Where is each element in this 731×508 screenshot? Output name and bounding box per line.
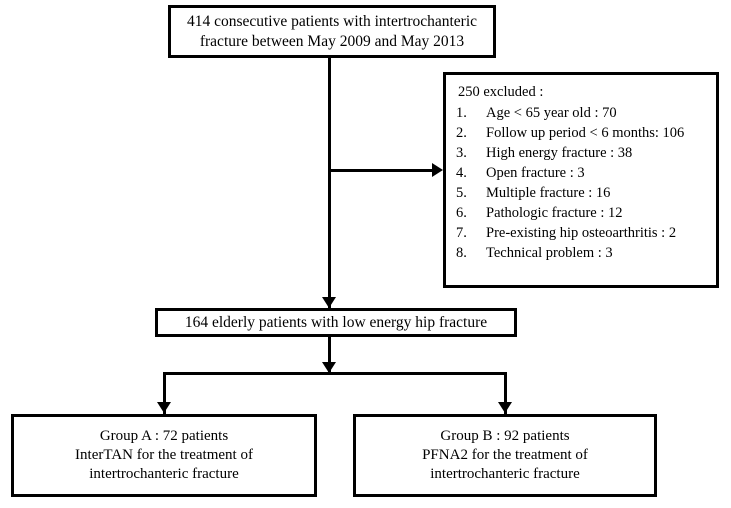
group-b-line-3: intertrochanteric fracture	[430, 466, 580, 483]
node-excluded-patients: 250 excluded : 1. Age < 65 year old : 70…	[443, 72, 719, 288]
arrowhead-to-excluded	[432, 163, 443, 177]
list-item: 1. Age < 65 year old : 70	[456, 104, 684, 123]
node-group-a: Group A : 72 patients InterTAN for the t…	[11, 414, 317, 497]
excluded-item-text: High energy fracture : 38	[486, 144, 633, 161]
group-a-line-3: intertrochanteric fracture	[89, 466, 239, 483]
excluded-item-text: Follow up period < 6 months: 106	[486, 124, 685, 141]
group-a-line-2: InterTAN for the treatment of	[75, 446, 253, 463]
excluded-item-number: 1.	[456, 104, 467, 121]
list-item: 5. Multiple fracture : 16	[456, 184, 684, 203]
connector-split-to-group-b	[504, 372, 507, 414]
list-item: 4. Open fracture : 3	[456, 164, 684, 183]
excluded-item-number: 8.	[456, 244, 467, 261]
node-enrolled-line-1: 414 consecutive patients with intertroch…	[186, 12, 478, 30]
arrowhead-to-group-a	[157, 402, 171, 413]
excluded-item-number: 7.	[456, 224, 467, 241]
excluded-item-number: 6.	[456, 204, 467, 221]
excluded-item-text: Technical problem : 3	[486, 244, 613, 261]
connector-split-bar	[163, 372, 507, 375]
list-item: 6. Pathologic fracture : 12	[456, 204, 684, 223]
excluded-item-text: Multiple fracture : 16	[486, 184, 611, 201]
node-eligible-line-1: 164 elderly patients with low energy hip…	[184, 313, 488, 331]
excluded-item-number: 5.	[456, 184, 467, 201]
connector-eligible-to-split	[328, 337, 331, 375]
excluded-item-text: Pathologic fracture : 12	[486, 204, 623, 221]
excluded-item-text: Age < 65 year old : 70	[486, 104, 617, 121]
group-b-line-1: Group B : 92 patients	[440, 427, 570, 444]
excluded-item-number: 4.	[456, 164, 467, 181]
node-eligible-cohort: 164 elderly patients with low energy hip…	[155, 308, 517, 337]
node-group-b: Group B : 92 patients PFNA2 for the trea…	[353, 414, 657, 497]
arrowhead-to-group-b	[498, 402, 512, 413]
excluded-item-number: 2.	[456, 124, 467, 141]
excluded-heading: 250 excluded :	[458, 84, 544, 100]
node-enrolled-cohort: 414 consecutive patients with intertroch…	[168, 5, 496, 58]
group-a-line-1: Group A : 72 patients	[99, 427, 229, 444]
excluded-item-text: Pre-existing hip osteoarthritis : 2	[486, 224, 677, 241]
list-item: 8. Technical problem : 3	[456, 244, 684, 263]
node-enrolled-line-2: fracture between May 2009 and May 2013	[199, 32, 465, 50]
list-item: 7. Pre-existing hip osteoarthritis : 2	[456, 224, 684, 243]
arrowhead-enrolled-to-eligible	[322, 297, 336, 308]
excluded-reason-list: 1. Age < 65 year old : 70 2. Follow up p…	[456, 104, 684, 264]
arrowhead-eligible-to-split	[322, 362, 336, 373]
connector-enrolled-to-eligible	[328, 58, 331, 310]
list-item: 2. Follow up period < 6 months: 106	[456, 124, 684, 143]
excluded-item-text: Open fracture : 3	[486, 164, 585, 181]
connector-split-to-group-a	[163, 372, 166, 414]
excluded-item-number: 3.	[456, 144, 467, 161]
list-item: 3. High energy fracture : 38	[456, 144, 684, 163]
group-b-line-2: PFNA2 for the treatment of	[422, 446, 588, 463]
connector-to-excluded	[328, 169, 436, 172]
